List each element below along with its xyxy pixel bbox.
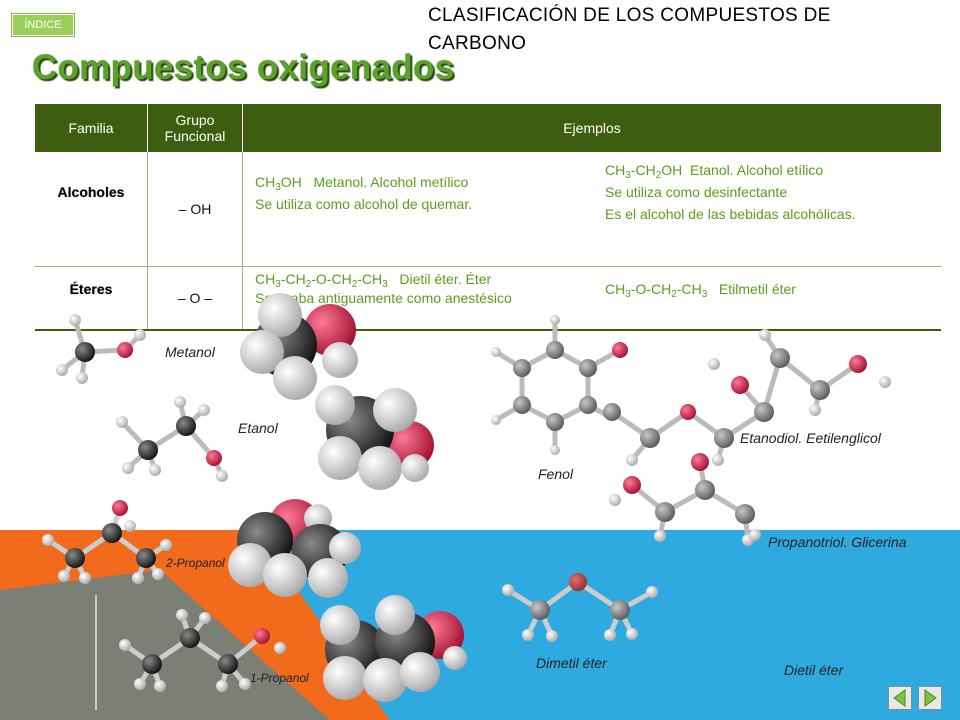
propanotriol-model xyxy=(609,453,761,546)
label-fenol: Fenol xyxy=(538,466,574,482)
use-dietil: Se usaba antiguamente como anestésico xyxy=(255,290,512,306)
label-metanol: Metanol xyxy=(165,344,215,360)
1-propanol-ball-stick-model xyxy=(119,609,286,692)
label-dietil-eter: Dietil éter xyxy=(784,662,844,678)
etanodiol-model xyxy=(603,329,891,466)
header-familia: Familia xyxy=(35,104,148,152)
use-etanol-2: Es el alcohol de las bebidas alcohólicas… xyxy=(605,206,856,222)
next-slide-button[interactable] xyxy=(918,686,942,710)
label-etanodiol: Etanodiol. Eetilenglicol xyxy=(740,430,881,446)
2-propanol-ball-stick-model xyxy=(42,500,172,584)
group-o: – O – xyxy=(147,266,243,331)
label-1-propanol: 1-Propanol xyxy=(250,671,309,685)
examples-eteres: CH3-CH2-O-CH2-CH3 Dietil éter. Éter Se u… xyxy=(242,266,941,331)
table-header-row: Familia Grupo Funcional Ejemplos xyxy=(35,104,941,152)
header-grupo-funcional: Grupo Funcional xyxy=(147,104,243,152)
2-propanol-space-filling-model xyxy=(228,499,361,598)
examples-alcoholes: CH3OH Metanol. Alcohol metílico Se utili… xyxy=(242,152,941,267)
family-alcoholes: Alcoholes xyxy=(35,152,148,267)
index-button[interactable]: ÍNDICE xyxy=(12,14,74,36)
label-dimetil-eter: Dimetil éter xyxy=(536,655,607,671)
previous-slide-button[interactable] xyxy=(888,686,912,710)
use-metanol: Se utiliza como alcohol de quemar. xyxy=(255,196,473,212)
formula-etilmetil: CH3-O-CH2-CH3 Etilmetil éter xyxy=(605,281,796,300)
label-2-propanol: 2-Propanol xyxy=(166,556,225,570)
1-propanol-space-filling-model xyxy=(320,595,467,702)
formula-etanol: CH3-CH2OH Etanol. Alcohol etílico xyxy=(605,162,824,181)
molecule-illustrations xyxy=(42,293,891,702)
group-oh: – OH xyxy=(147,152,243,267)
family-eteres: Éteres xyxy=(35,266,148,331)
table-row-eteres: Éteres – O – CH3-CH2-O-CH2-CH3 Dietil ét… xyxy=(35,266,941,331)
label-propanotriol: Propanotriol. Glicerina xyxy=(768,534,907,550)
label-etanol: Etanol xyxy=(238,420,278,436)
etanol-ball-stick-model xyxy=(116,396,228,482)
page-title: Compuestos oxigenados xyxy=(32,48,455,87)
fenol-model xyxy=(491,315,628,455)
header-ejemplos: Ejemplos xyxy=(242,104,941,152)
formula-metanol: CH3OH Metanol. Alcohol metílico xyxy=(255,174,469,193)
metanol-ball-stick-model xyxy=(56,314,146,384)
arrow-left-icon xyxy=(893,689,906,707)
formula-dietil: CH3-CH2-O-CH2-CH3 Dietil éter. Éter xyxy=(255,271,492,290)
table-row-alcoholes: Alcoholes – OH CH3OH Metanol. Alcohol me… xyxy=(35,152,941,267)
dimetil-eter-model xyxy=(502,573,658,642)
families-table: Familia Grupo Funcional Ejemplos Alcohol… xyxy=(35,104,941,331)
section-title: CLASIFICACIÓN DE LOS COMPUESTOS DE CARBO… xyxy=(428,5,831,54)
use-etanol-1: Se utiliza como desinfectante xyxy=(605,184,788,200)
metanol-space-filling-model xyxy=(240,293,358,400)
arrow-right-icon xyxy=(924,689,937,707)
etanol-space-filling-model xyxy=(315,385,434,490)
